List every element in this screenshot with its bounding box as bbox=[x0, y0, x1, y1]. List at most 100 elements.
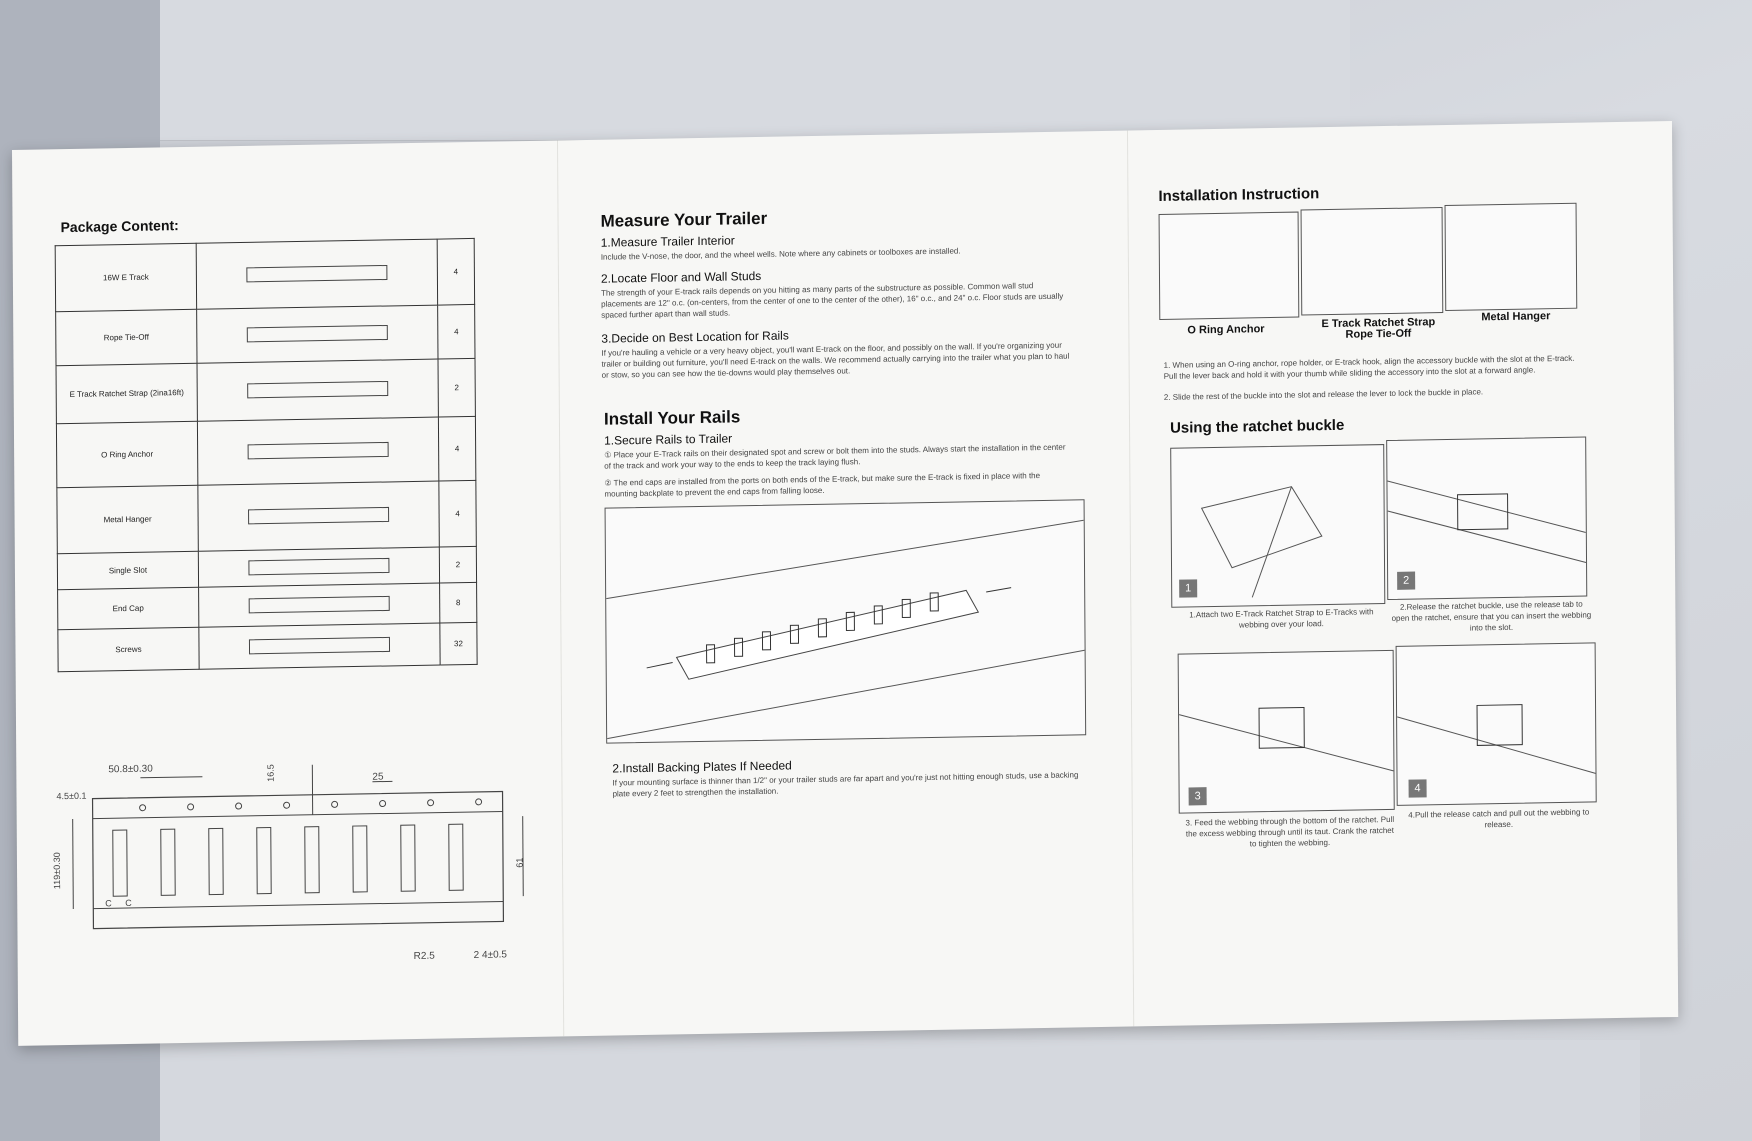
install-step-title: 2.Install Backing Plates If Needed bbox=[612, 758, 792, 776]
item-qty: 2 bbox=[438, 358, 476, 418]
item-illustration bbox=[197, 481, 440, 552]
track-slot bbox=[160, 828, 176, 896]
track-slot bbox=[352, 825, 368, 893]
mount-hole bbox=[187, 803, 195, 811]
install-rails-title: Install Your Rails bbox=[603, 407, 741, 429]
item-illustration bbox=[196, 239, 438, 310]
ratchet-step-figure bbox=[1177, 649, 1395, 814]
table-row: 16W E Track 4 bbox=[55, 238, 475, 312]
measure-step-title: 2.Locate Floor and Wall Studs bbox=[600, 268, 762, 286]
ratchet-strap-figure bbox=[1300, 207, 1444, 316]
step-badge: 4 bbox=[1408, 779, 1427, 798]
installation-text: 1. When using an O-ring anchor, rope hol… bbox=[1163, 353, 1575, 381]
measure-step-title: 3.Decide on Best Location for Rails bbox=[601, 328, 789, 346]
measure-title: Measure Your Trailer bbox=[600, 208, 768, 231]
step-badge: 1 bbox=[1179, 579, 1198, 598]
dim-label: C bbox=[125, 897, 132, 909]
mount-hole bbox=[283, 801, 291, 809]
panel-measure-install: Measure Your Trailer 1.Measure Trailer I… bbox=[556, 130, 1135, 1037]
track-slot bbox=[448, 823, 464, 891]
ratchet-title: Using the ratchet buckle bbox=[1169, 416, 1345, 437]
tray-table-top bbox=[150, 0, 1350, 141]
item-name: E Track Ratchet Strap (2ina16ft) bbox=[56, 363, 198, 424]
rail-slot bbox=[706, 644, 716, 664]
item-illustration bbox=[197, 359, 439, 422]
rail-slot bbox=[761, 631, 772, 651]
track-slot bbox=[400, 824, 416, 892]
dim-label: 2 4±0.5 bbox=[473, 949, 508, 961]
item-illustration bbox=[196, 305, 439, 364]
mount-hole bbox=[235, 802, 243, 810]
item-qty: 4 bbox=[437, 238, 475, 306]
item-qty: 2 bbox=[439, 546, 477, 584]
ratchet-step-text: 3. Feed the webbing through the bottom o… bbox=[1185, 814, 1395, 849]
rail-slot bbox=[929, 592, 939, 612]
item-qty: 8 bbox=[439, 582, 477, 624]
mount-hole bbox=[331, 800, 339, 808]
track-slot bbox=[256, 826, 272, 895]
step-badge: 2 bbox=[1397, 571, 1416, 590]
item-name: 16W E Track bbox=[55, 243, 197, 312]
item-illustration bbox=[198, 547, 440, 588]
rail-install-illustration bbox=[604, 499, 1087, 744]
item-name: Screws bbox=[57, 627, 200, 672]
step-badge: 3 bbox=[1188, 787, 1207, 806]
package-content-title: Package Content: bbox=[60, 217, 179, 236]
table-row: Metal Hanger 4 bbox=[56, 480, 477, 554]
install-step-text: ② The end caps are installed from the po… bbox=[604, 471, 1041, 499]
e-track-dimension-drawing bbox=[72, 764, 524, 930]
ratchet-step-figure bbox=[1170, 444, 1386, 608]
dim-label: 119±0.30 bbox=[51, 852, 63, 890]
ratchet-step-text: 1.Attach two E-Track Ratchet Strap to E-… bbox=[1189, 607, 1374, 630]
dim-label: 16.5 bbox=[265, 764, 276, 782]
item-qty: 4 bbox=[437, 304, 476, 360]
item-qty: 32 bbox=[439, 622, 478, 666]
mount-hole bbox=[427, 799, 435, 807]
rail-slot bbox=[733, 637, 744, 657]
installation-text: 2. Slide the rest of the buckle into the… bbox=[1163, 387, 1484, 402]
dim-label: R2.5 bbox=[413, 950, 435, 963]
dim-label: 4.5±0.1 bbox=[56, 790, 87, 802]
measure-step-title: 1.Measure Trailer Interior bbox=[600, 233, 735, 250]
item-qty: 4 bbox=[438, 480, 477, 548]
installation-title: Installation Instruction bbox=[1158, 185, 1320, 205]
ratchet-step-figure bbox=[1386, 436, 1588, 601]
item-name: O Ring Anchor bbox=[56, 421, 198, 488]
item-name: Rope Tie-Off bbox=[55, 309, 198, 366]
table-row: E Track Ratchet Strap (2ina16ft) 2 bbox=[56, 358, 476, 424]
item-qty: 4 bbox=[438, 416, 476, 482]
item-illustration bbox=[197, 417, 439, 486]
track-slot bbox=[112, 829, 128, 897]
dim-label: 50.8±0.30 bbox=[108, 763, 153, 776]
mount-hole bbox=[139, 804, 147, 812]
ratchet-step-figure bbox=[1395, 642, 1597, 806]
rail-slot bbox=[817, 618, 827, 638]
item-name: End Cap bbox=[57, 587, 199, 630]
table-row: Rope Tie-Off 4 bbox=[55, 304, 476, 366]
tray-table-bottom bbox=[160, 1040, 1640, 1141]
ratchet-step-text: 2.Release the ratchet buckle, use the re… bbox=[1391, 599, 1592, 633]
measure-step-text: If you're hauling a vehicle or a very he… bbox=[601, 340, 1070, 380]
item-name: Metal Hanger bbox=[56, 485, 199, 554]
rail-slot bbox=[901, 598, 911, 618]
figure-label: Metal Hanger bbox=[1481, 310, 1551, 324]
figure-label: E Track Ratchet Strap Rope Tie-Off bbox=[1321, 316, 1436, 341]
panel-installation: Installation Instruction O Ring Anchor E… bbox=[1126, 121, 1680, 1027]
install-step-title: 1.Secure Rails to Trailer bbox=[604, 431, 733, 448]
ratchet-step-text: 4.Pull the release catch and pull out th… bbox=[1408, 807, 1590, 830]
table-row: O Ring Anchor 4 bbox=[56, 416, 476, 488]
item-illustration bbox=[198, 623, 441, 670]
dim-label: C bbox=[105, 898, 112, 909]
rail-slot bbox=[845, 611, 855, 631]
track-slot bbox=[208, 827, 224, 896]
track-slot bbox=[304, 826, 320, 894]
figure-label: O Ring Anchor bbox=[1187, 323, 1265, 337]
table-row: Screws 32 bbox=[57, 622, 478, 672]
dim-label: 25 bbox=[372, 771, 384, 783]
rail-slot bbox=[789, 624, 800, 644]
